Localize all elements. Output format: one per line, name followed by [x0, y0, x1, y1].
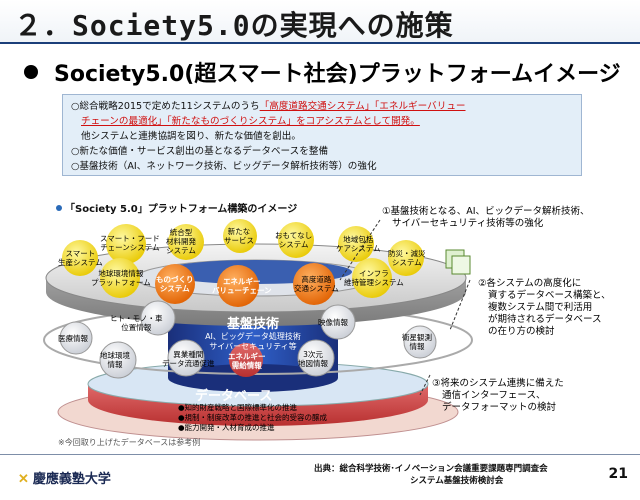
note-3-line-2: 通信インターフェース、 [432, 390, 564, 402]
slide-header: ２．Society5.0の実現への施策 [0, 0, 640, 44]
database-item-2: ●規制・制度改革の推進と社会的受容の醸成 [178, 413, 327, 423]
label-location: ヒト・モノ・車位置情報 [110, 314, 163, 332]
label-energy: エネルギーバリューチェーン [212, 277, 272, 295]
bullet-dot [24, 65, 38, 79]
label-its: 高度道路交通システム [294, 275, 339, 293]
source-line-1: 出典：総合科学技術･イノベーション会議重要課題専門調査会 [314, 463, 548, 475]
summary-line-1-prefix: ○総合戦略2015で定めた11システムのうち [71, 101, 260, 112]
note-3: ③将来のシステム連携に備えた 通信インターフェース、 データフォーマットの検討 [432, 378, 564, 414]
bullet-dot [56, 205, 62, 211]
note-1-line-2: サイバーセキュリティ技術等の強化 [382, 218, 590, 230]
label-medical: 医療情報 [58, 334, 88, 343]
university-name: 慶應義塾大学 [33, 472, 111, 487]
source-line-2: システム基盤技術検討会 [314, 475, 548, 487]
label-materials: 統合型材料開発システム [166, 228, 196, 255]
note-2: ②各システムの高度化に 資するデータベース構築と、 複数システム間で利活用 が期… [478, 278, 611, 338]
label-earth-platform: 地球環境情報プラットフォーム [91, 269, 151, 287]
label-smart-production: スマート生産システム [58, 249, 103, 267]
summary-box: ○総合戦略2015で定めた11システムのうち「高度道路交通システム」「エネルギー… [62, 94, 582, 176]
pen-logo-icon: ✕ [18, 472, 29, 487]
label-food-chain: スマート・フードチェーンシステム [100, 234, 160, 252]
label-care: 地域包括ケアシステム [336, 235, 380, 253]
label-energy-demand: エネルギー需給情報 [228, 352, 266, 370]
kiban-sub-1: AI、ビッグデータ処理技術 [173, 332, 333, 342]
label-earth-env: 地球環境情報 [100, 351, 130, 369]
database-items: ●知的財産戦略と国際標準化の推進 ●規制・制度改革の推進と社会的受容の醸成 ●能… [178, 403, 327, 433]
label-disaster: 防災・減災システム [388, 249, 426, 267]
note-3-line-1: ③将来のシステム連携に備えた [432, 378, 564, 390]
summary-line-5: ○基盤技術（AI、ネットワーク技術、ビッグデータ解析技術等）の強化 [71, 159, 573, 174]
label-video: 映像情報 [318, 318, 348, 327]
note-2-line-3: 複数システム間で利活用 [478, 302, 611, 314]
summary-line-4: ○新たな価値・サービス創出の基となるデータベースを整備 [71, 144, 573, 159]
slide-footer: ✕ 慶應義塾大学 出典：総合科学技術･イノベーション会議重要課題専門調査会 システ… [0, 454, 640, 500]
note-1: ①基盤技術となる、AI、ビックデータ解析技術、 サイバーセキュリティ技術等の強化 [382, 206, 590, 230]
database-item-1: ●知的財産戦略と国際標準化の推進 [178, 403, 327, 413]
label-satellite: 衛星観測情報 [402, 333, 432, 351]
database-item-3: ●能力開発・人材育成の推進 [178, 423, 327, 433]
kiban-block: 基盤技術 AI、ビッグデータ処理技術 サイバーセキュリティ等 [173, 313, 333, 352]
note-3-line-3: データフォーマットの検討 [432, 402, 564, 414]
kiban-title: 基盤技術 [173, 313, 333, 332]
label-omotenashi: おもてなしシステム [275, 231, 312, 249]
label-cross-industry: 異業種間データ流通促進 [162, 350, 215, 368]
platform-diagram: 「Society 5.0」プラットフォーム構築のイメージ ①基盤技術となる、AI… [0, 180, 640, 450]
summary-line-1-highlight: 「高度道路交通システム」「エネルギーバリュー [260, 101, 466, 112]
note-2-line-1: ②各システムの高度化に [478, 278, 611, 290]
summary-line-2: チェーンの最適化」「新たなものづくりシステム」をコアシステムとして開発。 [71, 114, 573, 129]
source-citation: 出典：総合科学技術･イノベーション会議重要課題専門調査会 システム基盤技術検討会 [314, 463, 548, 487]
page-number: 21 [609, 466, 628, 482]
label-monozukuri: ものづくりシステム [156, 275, 194, 293]
label-infra: インフラ維持管理システム [344, 269, 404, 287]
summary-line-3: 他システムと連携協調を図り、新たな価値を創出。 [71, 129, 573, 144]
diagram-title-text: 「Society 5.0」プラットフォーム構築のイメージ [65, 204, 297, 215]
reference-note: ※今回取り上げたデータベースは参考例 [58, 437, 200, 448]
note-2-line-4: が期待されるデータベース [478, 314, 611, 326]
note-1-line-1: ①基盤技術となる、AI、ビックデータ解析技術、 [382, 206, 590, 218]
summary-line-1: ○総合戦略2015で定めた11システムのうち「高度道路交通システム」「エネルギー… [71, 99, 573, 114]
subtitle-text: Society5.0(超スマート社会)プラットフォームイメージ [54, 62, 621, 87]
note-2-line-5: の在り方の検討 [478, 326, 611, 338]
label-new-services: 新たなサービス [224, 227, 254, 245]
database-title: データベース [195, 385, 272, 404]
slide-title: ２．Society5.0の実現への施策 [14, 4, 454, 44]
university-logo: ✕ 慶應義塾大学 [18, 468, 111, 487]
diagram-title: 「Society 5.0」プラットフォーム構築のイメージ [56, 200, 297, 215]
label-3d-map: 3次元地図情報 [298, 350, 328, 368]
note-2-line-2: 資するデータベース構築と、 [478, 290, 611, 302]
section-subtitle: Society5.0(超スマート社会)プラットフォームイメージ [24, 56, 621, 88]
summary-line-2-highlight: チェーンの最適化」「新たなものづくりシステム」をコアシステムとして開発。 [81, 116, 420, 127]
